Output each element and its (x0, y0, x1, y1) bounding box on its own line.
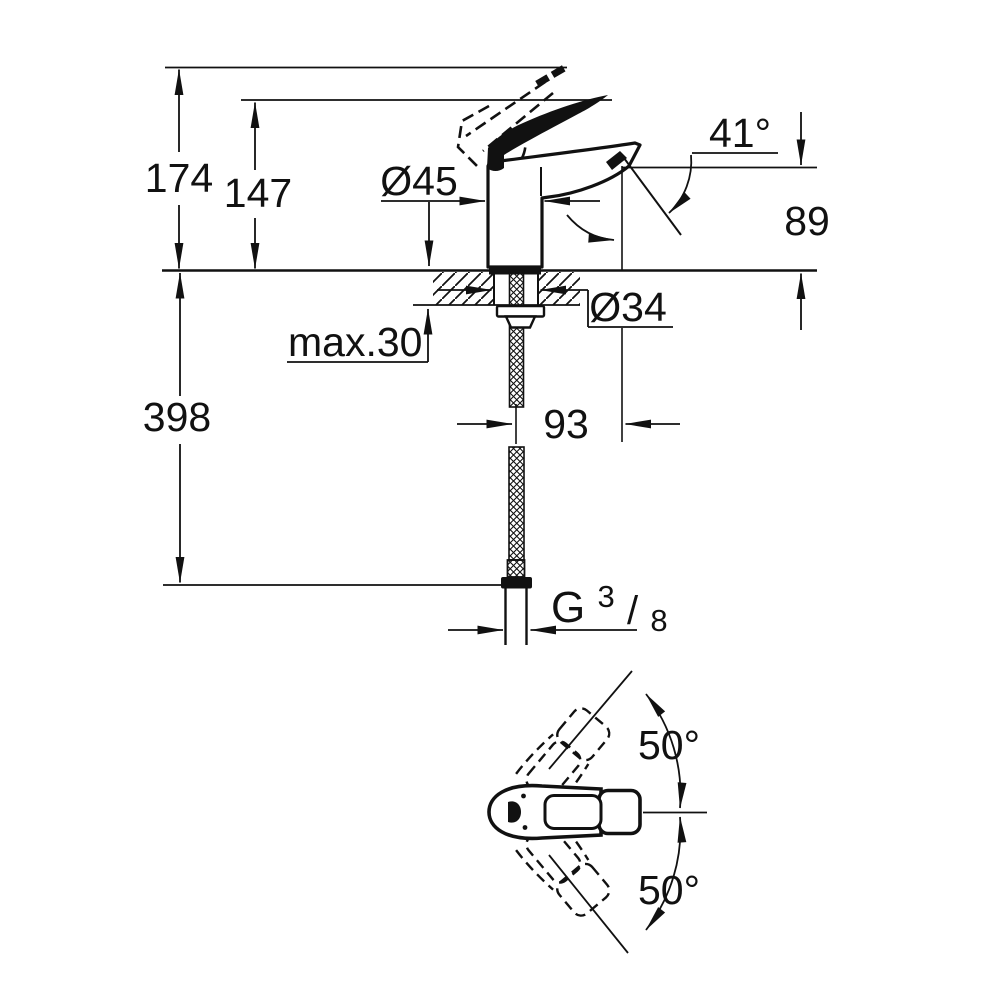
dim-spout-angle: 41° (566, 110, 817, 243)
handle-inner-recess (543, 794, 603, 830)
deck-hatch-left (433, 272, 494, 305)
lever-handle (487, 95, 608, 171)
lever-raised-edge-1 (465, 80, 546, 138)
dim-body-diameter-label: Ø45 (380, 158, 458, 204)
thread-g: G (551, 583, 585, 632)
dim-body-diameter: Ø45 (380, 158, 600, 267)
dim-spout-projection: 93 (457, 166, 680, 447)
dim-swivel-lower-label: 50° (638, 867, 700, 913)
lever-raised-body (456, 104, 490, 167)
dim-swivel-upper-label: 50° (638, 722, 700, 768)
mounting-washer (495, 304, 546, 318)
angle-arc-upper (668, 154, 693, 214)
dim-deck-thickness-label: max.30 (288, 319, 422, 365)
handle-dot-bottom (522, 825, 528, 830)
thread-slash: / (627, 589, 639, 633)
dim-deck-thickness: max.30 (287, 308, 433, 365)
dim-hole-diameter-label: Ø34 (589, 284, 667, 330)
dim-spout-projection-label: 93 (543, 401, 589, 447)
mounting-deck (413, 267, 580, 306)
dim-thread-size: G 3 / 8 (448, 568, 668, 638)
dim-hole-diameter: Ø34 (437, 284, 673, 330)
dim-install-height: 398 (143, 272, 211, 583)
shank-and-hose (495, 269, 546, 645)
side-view: 174 147 398 Ø45 41° (143, 63, 830, 645)
mounting-nut (504, 315, 537, 329)
swivel-line-upper (548, 670, 633, 770)
thread-numerator: 3 (597, 579, 614, 614)
handle-top-view (487, 783, 642, 841)
dim-total-height-label: 174 (145, 155, 213, 201)
dim-thread-size-label: G 3 / 8 (551, 568, 668, 638)
flow-direction-line (620, 153, 682, 236)
flex-hose (508, 446, 525, 561)
lever-raised-tip (535, 63, 568, 88)
dim-lever-height: 147 (224, 102, 292, 269)
hose-fitting (506, 559, 526, 578)
handle-logo-mark (508, 801, 521, 823)
handle-dot-top (521, 793, 526, 799)
swivel-line-lower (548, 854, 629, 954)
dim-outlet-height: 89 (784, 112, 830, 330)
dim-total-height: 174 (145, 69, 213, 269)
dim-lever-height-label: 147 (224, 170, 292, 216)
angle-arc-lower (566, 214, 615, 243)
handle-tip-outline (597, 788, 642, 836)
dim-outlet-height-label: 89 (784, 198, 830, 244)
dim-install-height-label: 398 (143, 394, 211, 440)
hose-nut (501, 577, 532, 589)
swivel-arc-lower (645, 816, 687, 931)
thread-denominator: 8 (650, 603, 667, 638)
deck-hatch-right (538, 272, 580, 305)
dim-spout-angle-label: 41° (709, 110, 771, 156)
top-view: 50° 50° (487, 670, 707, 954)
swivel-arc-upper (645, 693, 687, 809)
threaded-shank (508, 269, 525, 408)
